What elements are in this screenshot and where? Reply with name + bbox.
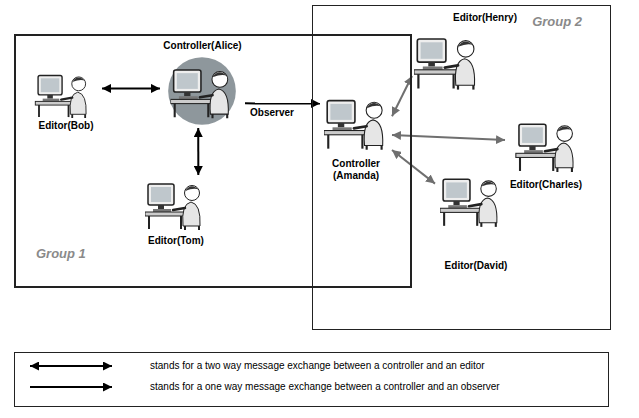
node-label: Editor(Henry) [453, 12, 517, 24]
node-label: Editor(Bob) [39, 120, 94, 132]
legend-text: stands for a one way message exchange be… [150, 381, 500, 393]
message-arrow [197, 128, 199, 175]
message-arrow [392, 150, 435, 184]
editor-node: Editor(Charles) [505, 115, 587, 191]
node-label: Editor(Tom) [148, 235, 204, 247]
node-label: Editor(David) [445, 260, 508, 272]
editor-icon [440, 179, 497, 227]
message-arrow [245, 102, 320, 104]
message-arrow [392, 135, 505, 140]
one-way-sample [30, 386, 112, 388]
edge-label: Observer [248, 107, 296, 119]
editor-node: Editor(David) [435, 168, 517, 272]
controller-icon [168, 57, 236, 125]
editor-node: Editor(Henry) [412, 12, 520, 94]
editor-icon [35, 76, 86, 118]
node-label: Editor(Charles) [510, 179, 582, 191]
node-label: Controller (Amanda) [321, 158, 391, 182]
group-label: Group 2 [532, 14, 582, 30]
message-arrow [392, 76, 412, 116]
message-arrow [102, 87, 160, 89]
two-way-sample [30, 365, 112, 367]
editor-node: Editor(Tom) [140, 175, 212, 247]
legend-box [15, 353, 609, 407]
legend-text: stands for a two way message exchange be… [150, 360, 485, 372]
editor-icon [145, 184, 200, 230]
node-label: Controller(Alice) [163, 40, 241, 52]
group-label: Group 1 [36, 246, 86, 262]
controller-icon [324, 101, 383, 150]
controller-node: Controller(Alice) [160, 40, 245, 128]
group-box: Group 2 Controller (Amanda) Editor(Henry) E… [312, 5, 611, 330]
controller-node: Controller (Amanda) [320, 88, 392, 182]
editor-node: Editor(Bob) [30, 68, 102, 132]
editor-icon [516, 124, 573, 172]
editor-icon [414, 39, 475, 90]
